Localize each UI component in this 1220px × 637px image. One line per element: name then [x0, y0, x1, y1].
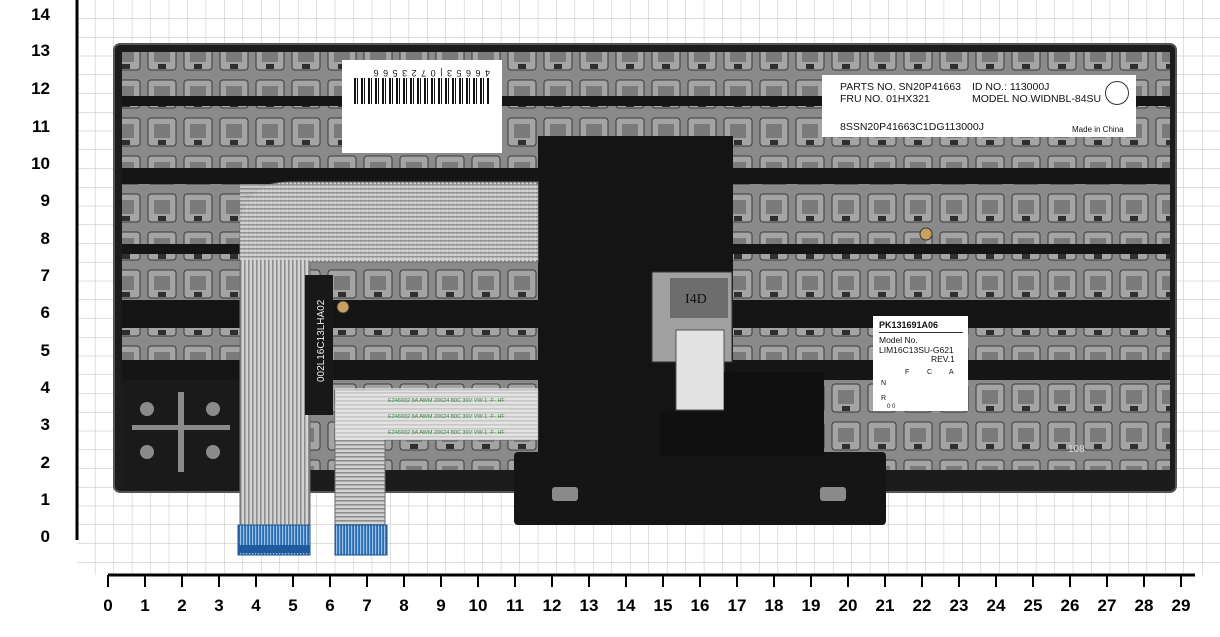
x-label: 3	[214, 596, 224, 615]
model-number: MODEL NO.WIDNBL-84SU	[972, 93, 1102, 105]
y-label: 0	[40, 527, 50, 546]
secondary-cable-connector	[334, 524, 388, 556]
y-label: 4	[40, 378, 50, 397]
bottom-flap	[514, 452, 886, 525]
module-text: I4D	[685, 292, 707, 307]
black-tape	[724, 372, 824, 456]
ribbon-text-3: E246692 9A AWM 20624 80C 30V VW-1 -F- HF	[388, 430, 505, 436]
pk-row-r: R	[881, 395, 887, 402]
y-label: 5	[40, 341, 50, 360]
x-label: 25	[1023, 596, 1043, 615]
x-label: 21	[875, 596, 895, 615]
certification-mark	[1105, 81, 1129, 105]
board-marking: 108	[1068, 444, 1085, 455]
barcode-bars	[354, 78, 490, 104]
y-label: 13	[31, 41, 50, 60]
cable-stiffener	[305, 275, 333, 415]
x-label: 28	[1134, 596, 1154, 615]
ribbon-text-2: E246692 9A AWM 20624 80C 30V VW-1 -F- HF	[388, 414, 505, 420]
pk-model: LIM16C13SU-G621	[879, 345, 954, 355]
x-label: 19	[801, 596, 821, 615]
y-label: 10	[31, 154, 50, 173]
pk-col-c: C	[927, 369, 933, 376]
y-label: 12	[31, 79, 50, 98]
x-label: 22	[912, 596, 932, 615]
pk-rev: REV.1	[931, 354, 955, 364]
y-label: 9	[40, 191, 50, 210]
y-label: 7	[40, 266, 50, 285]
y-label: 2	[40, 453, 50, 472]
x-label: 7	[362, 596, 372, 615]
x-label: 20	[838, 596, 858, 615]
pk-model-caption: Model No.	[879, 332, 963, 345]
x-label: 0	[103, 596, 113, 615]
pk-col-f: F	[905, 369, 910, 376]
barcode-digits: 4 6 6 5 3 | 0 7 2 3 5 6 6	[372, 68, 490, 78]
x-label: 12	[542, 596, 562, 615]
x-label: 26	[1060, 596, 1080, 615]
serial-number: 8SSN20P41663C1DG113000J	[840, 121, 984, 133]
x-label: 9	[436, 596, 446, 615]
x-label: 29	[1171, 596, 1191, 615]
x-label: 6	[325, 596, 335, 615]
pk-label: PK131691A06 Model No. LIM16C13SU-G621 RE…	[873, 316, 968, 411]
product-label: PARTS NO. SN20P41663 ID NO.: 113000J FRU…	[822, 75, 1136, 137]
x-label: 15	[653, 596, 673, 615]
pk-part-number: PK131691A06	[879, 320, 939, 330]
fru-number: FRU NO. 01HX321	[840, 93, 930, 105]
x-label: 11	[506, 596, 524, 615]
x-label: 4	[251, 596, 261, 615]
y-label: 11	[32, 117, 50, 136]
ribbon-text-1: E246692 9A AWM 20624 80C 30V VW-1 -F- HF	[388, 398, 505, 404]
x-label: 18	[764, 596, 784, 615]
barcode-label: 4 6 6 5 3 | 0 7 2 3 5 6 6	[342, 60, 502, 153]
pk-col-a: A	[949, 369, 954, 376]
y-label: 6	[40, 303, 50, 322]
x-label: 17	[727, 596, 747, 615]
x-label: 8	[399, 596, 409, 615]
x-label: 10	[468, 596, 488, 615]
x-label: 16	[690, 596, 710, 615]
x-label: 24	[986, 596, 1006, 615]
parts-number: PARTS NO. SN20P41663	[840, 81, 962, 93]
x-label: 27	[1097, 596, 1117, 615]
x-label: 5	[288, 596, 298, 615]
pk-foot: 0 0	[887, 404, 896, 410]
origin-text: Made in China	[1072, 125, 1124, 134]
x-label: 14	[616, 596, 636, 615]
x-label: 23	[949, 596, 969, 615]
id-number: ID NO.: 113000J	[972, 81, 1050, 93]
y-label: 3	[40, 415, 50, 434]
pk-row-n: N	[881, 380, 887, 387]
x-label: 13	[579, 596, 599, 615]
y-label: 1	[40, 490, 50, 509]
x-label: 2	[177, 596, 187, 615]
x-label: 1	[140, 596, 150, 615]
cable-marking: 002L16C13LHA02	[316, 299, 327, 382]
x-axis-ticks	[107, 575, 1182, 587]
mount-holes	[140, 402, 220, 459]
y-label: 8	[40, 229, 50, 248]
y-label: 14	[31, 5, 50, 24]
